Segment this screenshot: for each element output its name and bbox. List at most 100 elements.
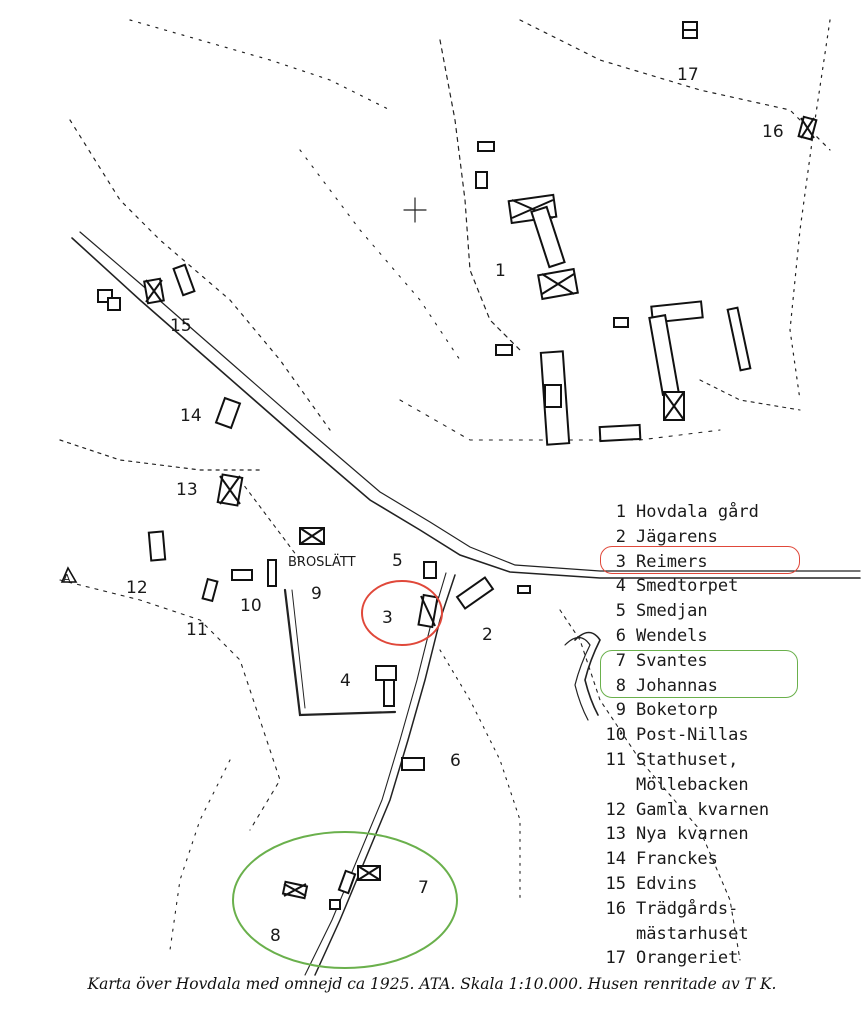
map-label-15: 15 [170, 316, 192, 336]
map-label-10: 10 [240, 596, 262, 616]
legend-name: Franckes [636, 849, 718, 870]
legend-item: 12 Gamla kvarnen [600, 798, 770, 822]
legend-number: 17 [605, 948, 626, 969]
building [517, 585, 531, 594]
building [477, 141, 495, 152]
field-boundary [239, 479, 301, 561]
triangle-marker [60, 566, 78, 583]
building [495, 344, 513, 356]
building [216, 473, 244, 507]
building [147, 530, 167, 562]
legend-item: 5 Smedjan [600, 599, 708, 623]
map-label-4: 4 [340, 671, 351, 691]
map-label-17: 17 [677, 65, 699, 85]
building [475, 171, 488, 189]
legend-item: 6 Wendels [600, 624, 708, 648]
legend-name: Trädgårds- [636, 898, 739, 919]
legend-item: 10 Post-Nillas [600, 723, 749, 747]
map-label-11: 11 [186, 620, 208, 640]
legend-name: Smedjan [636, 601, 708, 622]
field-boundary [439, 649, 521, 901]
building [417, 593, 439, 629]
building [423, 561, 437, 579]
legend-item: 16 Trädgårds- [600, 897, 739, 921]
legend-name: Wendels [636, 626, 708, 646]
legend-item: mästarhuset [600, 922, 749, 946]
cross-mark [403, 197, 427, 223]
building [663, 391, 685, 421]
building [172, 263, 196, 297]
legend-name: Post-Nillas [636, 725, 749, 746]
legend-item: 4 Smedtorpet [600, 574, 739, 598]
legend-number: 10 [605, 725, 626, 746]
legend-name: mästarhuset [636, 923, 749, 944]
legend-name: Gamla kvarnen [636, 799, 770, 820]
building [329, 899, 341, 910]
field-boundary [129, 19, 391, 111]
legend-item: 14 Franckes [600, 847, 718, 871]
legend-name: Svantes [636, 650, 708, 671]
map-label-3: 3 [382, 608, 393, 628]
legend-name: Smedtorpet [636, 576, 739, 597]
map-label-16: 16 [762, 122, 784, 142]
legend-number: 6 [615, 626, 626, 646]
field-boundary [169, 759, 231, 951]
legend-number: 14 [605, 849, 626, 870]
field-boundary [699, 379, 801, 411]
legend-number: 16 [605, 898, 626, 919]
field-boundary [789, 19, 831, 401]
building [544, 384, 562, 408]
legend-number: 12 [605, 799, 626, 820]
legend-number: 5 [615, 601, 626, 622]
legend-item: 3 Reimers [600, 550, 708, 574]
legend-number: 13 [605, 824, 626, 845]
legend-item: 2 Jägarens [600, 525, 718, 549]
legend-name: Orangeriet [636, 948, 739, 969]
map-label-13: 13 [176, 480, 198, 500]
legend-name: Jägarens [636, 526, 718, 547]
building [201, 577, 219, 603]
legend-name: Reimers [636, 551, 708, 572]
legend-item: 7 Svantes [600, 649, 708, 673]
building [682, 21, 698, 39]
legend-number: 3 [615, 551, 626, 572]
legend-number: 8 [615, 675, 626, 696]
legend-number [600, 773, 626, 797]
map-label-6: 6 [450, 751, 461, 771]
map-label-14: 14 [180, 406, 202, 426]
legend-number: 4 [615, 576, 626, 597]
legend-number: 15 [605, 874, 626, 894]
building [613, 317, 629, 328]
field-boundary [69, 119, 331, 431]
river [564, 636, 591, 721]
building [299, 527, 325, 545]
legend-number: 2 [615, 526, 626, 547]
legend-name: Boketorp [636, 700, 718, 721]
field-boundary [299, 149, 461, 361]
legend-number: 9 [615, 700, 626, 721]
legend-item: 9 Boketorp [600, 698, 718, 722]
road [314, 574, 456, 976]
building [726, 306, 752, 372]
building [648, 314, 680, 396]
map-caption: Karta över Hovdala med omnejd ca 1925. A… [87, 975, 777, 993]
legend-item: Möllebacken [600, 773, 749, 797]
building [214, 396, 242, 430]
building [530, 205, 566, 269]
building [97, 289, 121, 311]
legend-number: 1 [615, 502, 626, 522]
building [537, 267, 579, 301]
legend-name: Möllebacken [636, 774, 749, 795]
triangle-label: A [63, 572, 71, 585]
legend-name: Stathuset, [636, 750, 739, 770]
building [455, 576, 495, 610]
road [304, 572, 447, 976]
field-boundary [559, 609, 741, 961]
legend-number: 7 [615, 650, 626, 671]
legend-name: Edvins [636, 874, 698, 894]
building [598, 423, 642, 443]
